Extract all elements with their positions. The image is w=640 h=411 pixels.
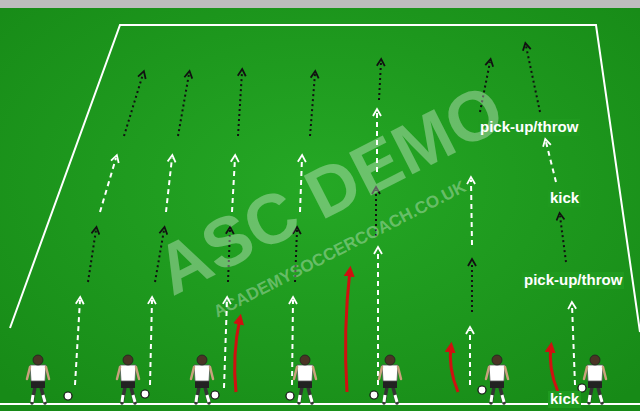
pass-arrow (546, 142, 556, 182)
dribble-arrow (450, 346, 458, 392)
ball (64, 392, 72, 400)
pass-arrow (377, 250, 379, 385)
player-figure (191, 355, 213, 403)
players (27, 355, 606, 403)
dribble-arrow (235, 318, 240, 392)
pass-arrow (292, 300, 293, 385)
pass-arrow (166, 158, 172, 212)
top-band (0, 0, 640, 8)
ball (286, 392, 294, 400)
player-figure (584, 355, 606, 403)
player-figure (27, 355, 49, 403)
dribble-arrow (346, 270, 350, 392)
run-arrows (75, 46, 575, 392)
run-arrow (310, 74, 315, 136)
player-figure (117, 355, 139, 403)
run-arrow (379, 62, 381, 100)
run-arrow (124, 74, 143, 136)
run-arrow (178, 74, 189, 136)
run-arrow (238, 72, 242, 136)
pass-arrow (150, 300, 152, 385)
ball (211, 391, 219, 399)
action-label: kick (548, 190, 581, 207)
run-arrow (526, 46, 540, 112)
dribble-arrow (550, 346, 558, 392)
run-arrow (560, 216, 566, 262)
player-figure (294, 355, 316, 403)
run-arrow (471, 262, 473, 312)
pass-arrow (100, 158, 116, 212)
ball (141, 390, 149, 398)
ball (478, 386, 486, 394)
pass-arrow (572, 305, 575, 385)
pass-arrow (469, 330, 471, 385)
action-label: pick-up/throw (522, 272, 624, 289)
player-figure (486, 355, 508, 403)
pass-arrow (75, 300, 80, 385)
pitch-line (0, 403, 640, 405)
pitch-line (10, 25, 640, 332)
run-arrow (88, 230, 96, 282)
player-figure (379, 355, 401, 403)
ball (370, 391, 378, 399)
pass-arrow (471, 180, 472, 245)
action-label: kick (548, 391, 581, 408)
